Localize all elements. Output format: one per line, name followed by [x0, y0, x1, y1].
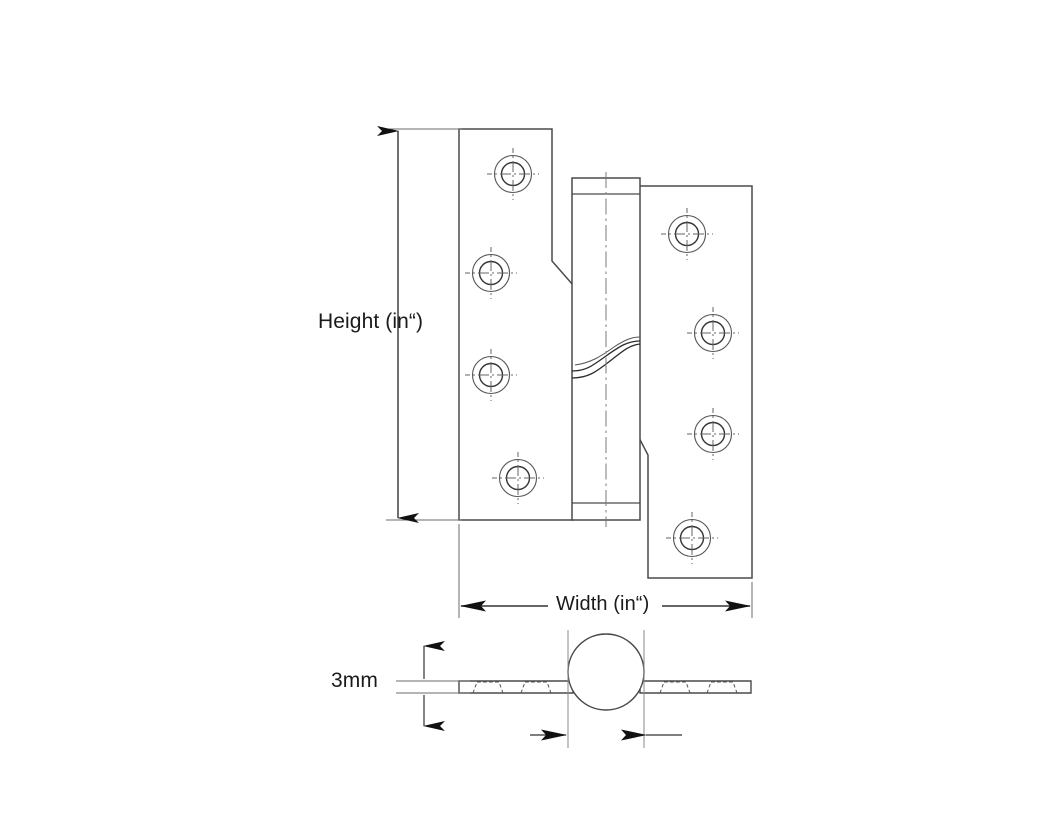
- bottom-section-view: [458, 630, 752, 748]
- height-dimension-label: Height (in“): [318, 310, 424, 333]
- knuckle-helix-curve-upper: [574, 336, 641, 366]
- thickness-dimension: [396, 641, 470, 731]
- thickness-dimension-label: 3mm: [331, 669, 378, 692]
- width-dimension-label: Width (in“): [556, 593, 650, 615]
- knuckle-helix-curve: [571, 340, 641, 372]
- knuckle-helix-curve-inner: [571, 343, 641, 379]
- front-elevation-view: [458, 128, 753, 579]
- left-leaf-outline: [458, 128, 574, 521]
- width-dimension: [458, 524, 753, 618]
- section-knuckle-circle: [567, 633, 645, 711]
- height-dimension: [377, 126, 462, 523]
- section-left-leaf: [458, 680, 574, 694]
- knuckle-barrel: [571, 172, 641, 527]
